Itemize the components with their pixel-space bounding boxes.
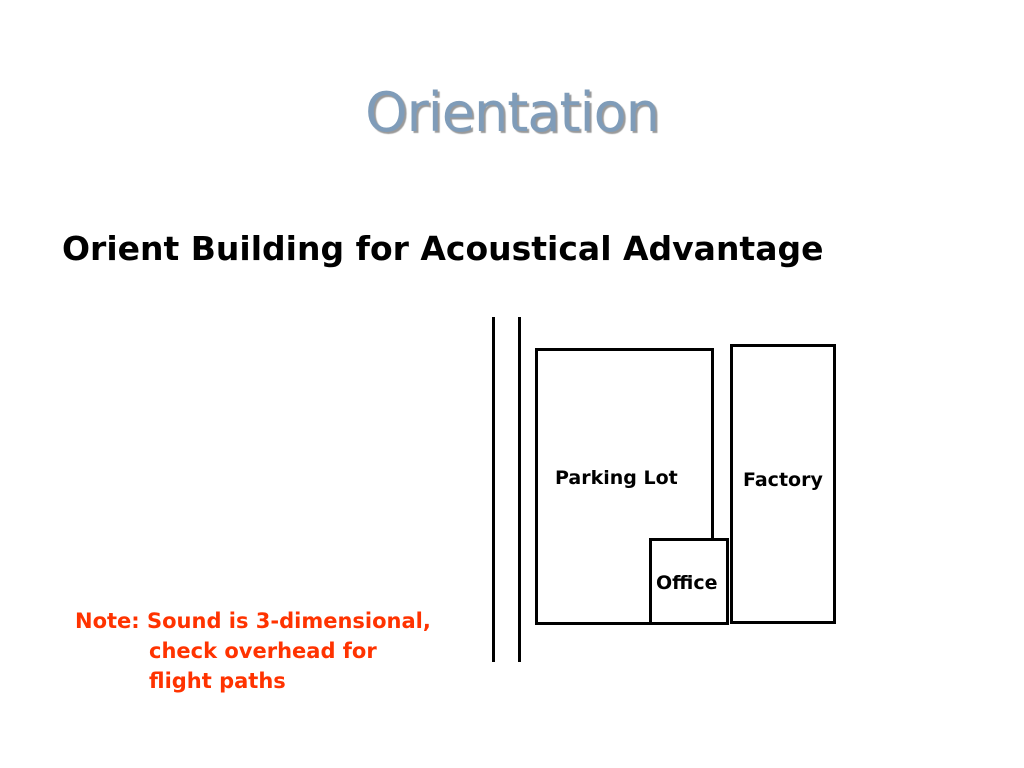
slide-heading: Orient Building for Acoustical Advantage bbox=[62, 229, 824, 268]
note-line-1: Note: Sound is 3-dimensional, bbox=[75, 609, 431, 633]
parking-lot-label: Parking Lot bbox=[555, 467, 678, 489]
office-label: Office bbox=[656, 572, 718, 594]
slide-title: Orientation bbox=[365, 81, 660, 144]
office-building bbox=[649, 538, 729, 625]
factory-building bbox=[730, 344, 836, 624]
factory-label: Factory bbox=[743, 469, 823, 491]
note-line-3: flight paths bbox=[149, 669, 286, 693]
note-line-2: check overhead for bbox=[149, 639, 377, 663]
note-text: Note: Sound is 3-dimensional, check over… bbox=[75, 606, 431, 696]
road-line-left bbox=[492, 317, 495, 662]
road-line-right bbox=[518, 317, 521, 662]
